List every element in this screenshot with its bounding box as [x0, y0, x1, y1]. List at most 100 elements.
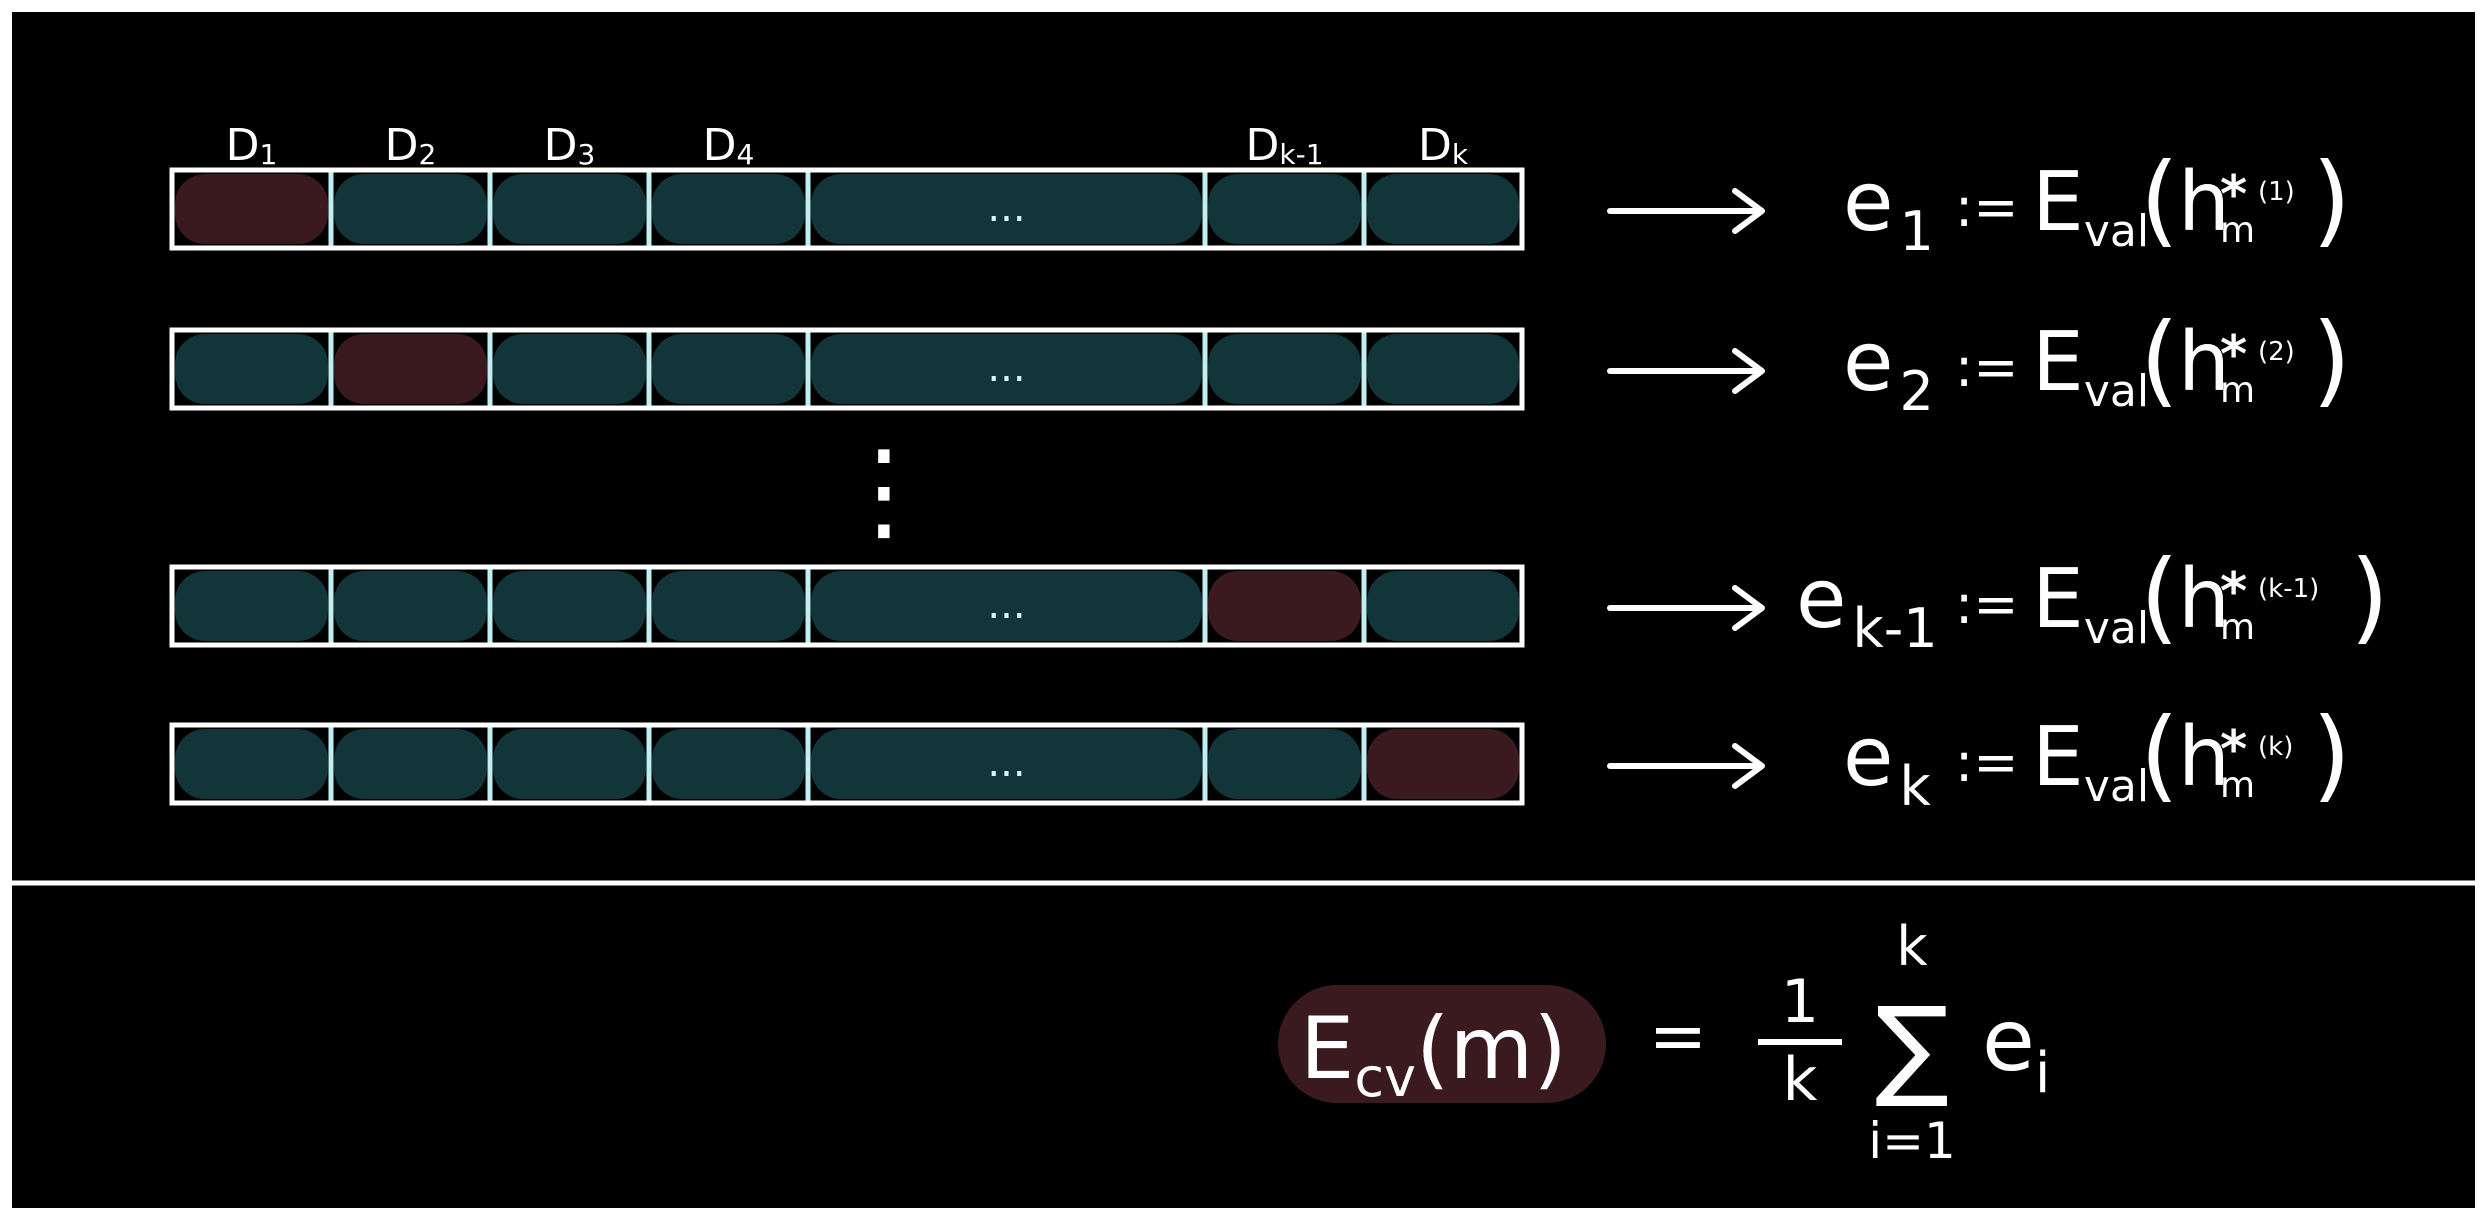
fold-label-subscript: 1: [260, 138, 278, 171]
strip-outline: [169, 564, 1525, 648]
training-fold-cell: [175, 571, 328, 641]
error-letter: e: [1843, 315, 1893, 410]
validation-error-subscript: val: [2084, 761, 2149, 812]
validation-error: Eval: [2032, 155, 2149, 257]
fold-strip: ...: [169, 564, 1525, 648]
hypothesis-subscript: m: [2220, 370, 2255, 411]
validation-error-letter: E: [2032, 155, 2084, 250]
formula-equals: =: [1649, 995, 1708, 1077]
assign-symbol: :=: [1955, 336, 2018, 399]
fold-label-letter: D: [544, 120, 578, 171]
arrow-icon: [1607, 585, 1765, 631]
arrow-icon: [1607, 743, 1765, 789]
arrows: [1607, 188, 1765, 789]
fold-index: (2): [2258, 337, 2295, 367]
arrow-icon: [1607, 188, 1765, 234]
strip-outline: [169, 167, 1525, 251]
assign-symbol: :=: [1955, 731, 2018, 794]
fold-strip: ...: [169, 722, 1525, 806]
strip-outline: [169, 722, 1525, 806]
training-fold-cell: [1208, 174, 1361, 244]
fold-label: D2: [385, 120, 437, 171]
cell-ellipsis: ...: [987, 185, 1025, 231]
hypothesis-subscript: m: [2220, 210, 2255, 251]
validation-error-letter: E: [2032, 710, 2084, 805]
hypothesis-letter: h: [2178, 155, 2230, 250]
training-fold-cell: [811, 334, 1202, 404]
error-letter: e: [1843, 710, 1893, 805]
fold-label-letter: D: [1418, 120, 1452, 171]
fold-label: Dk: [1418, 120, 1469, 171]
sum-lower-limit: i=1: [1868, 1112, 1956, 1170]
open-paren: (: [2140, 538, 2179, 655]
cell-ellipsis: ...: [987, 740, 1025, 786]
training-fold-cell: [493, 571, 646, 641]
cv-error-subscript: cv: [1354, 1046, 1416, 1109]
cell-ellipsis: ...: [987, 582, 1025, 628]
fold-strip: ...: [169, 167, 1525, 251]
error-subscript: k: [1899, 755, 1931, 818]
fold-label-subscript: 3: [578, 138, 596, 171]
training-fold-cell: [652, 334, 805, 404]
sum-term-letter: e: [1982, 991, 2035, 1091]
sum-symbol: ∑: [1875, 983, 1949, 1111]
fold-label-letter: D: [1245, 120, 1279, 171]
close-paren: ): [2312, 141, 2351, 258]
star-icon: *: [2220, 562, 2247, 622]
fold-strip: ...: [169, 327, 1525, 411]
cv-error-symbol: Ecv(m): [1300, 999, 1567, 1109]
open-paren: (: [2140, 141, 2179, 258]
hypothesis-letter: h: [2178, 552, 2230, 647]
fold-label: D1: [226, 120, 278, 171]
training-fold-cell: [493, 174, 646, 244]
fold-label: Dk-1: [1245, 120, 1323, 171]
hypothesis-subscript: m: [2220, 765, 2255, 806]
training-fold-cell: [1208, 729, 1361, 799]
error-subscript: k-1: [1852, 597, 1937, 660]
fold-label: D3: [544, 120, 596, 171]
validation-error-subscript: val: [2084, 603, 2149, 654]
training-fold-cell: [334, 729, 487, 799]
error-letter: e: [1843, 155, 1893, 250]
training-fold-cell: [175, 729, 328, 799]
fraction-denominator: k: [1783, 1045, 1818, 1115]
training-fold-cell: [1367, 174, 1519, 244]
open-paren: (: [2140, 696, 2179, 813]
training-fold-cell: [334, 571, 487, 641]
validation-error-letter: E: [2032, 315, 2084, 410]
error-subscript: 2: [1899, 360, 1933, 423]
training-fold-cell: [811, 174, 1202, 244]
sum-upper-limit: k: [1896, 915, 1928, 978]
star-icon: *: [2220, 325, 2247, 385]
validation-fold-cell: [1208, 571, 1361, 641]
arrow-head: [1732, 348, 1765, 394]
fold-label: D4: [703, 120, 755, 171]
error-subscript: 1: [1899, 200, 1933, 263]
training-fold-cell: [175, 334, 328, 404]
validation-fold-cell: [175, 174, 328, 244]
fold-label-subscript: 2: [419, 138, 437, 171]
training-fold-cell: [493, 729, 646, 799]
vertical-ellipsis: ⋮: [829, 426, 939, 554]
fold-label-letter: D: [703, 120, 737, 171]
fold-label-subscript: k-1: [1279, 138, 1323, 171]
training-fold-cell: [811, 571, 1202, 641]
cv-error-letter: E: [1300, 999, 1354, 1099]
training-fold-cell: [652, 174, 805, 244]
close-paren: ): [2312, 301, 2351, 418]
open-paren: (: [2140, 301, 2179, 418]
fold-label-letter: D: [385, 120, 419, 171]
validation-error-subscript: val: [2084, 206, 2149, 257]
cv-error-argument: (m): [1416, 999, 1567, 1099]
validation-error-subscript: val: [2084, 366, 2149, 417]
hypothesis-subscript: m: [2220, 607, 2255, 648]
training-fold-cell: [1367, 334, 1519, 404]
training-fold-cell: [1208, 334, 1361, 404]
validation-error-letter: E: [2032, 552, 2084, 647]
assign-symbol: :=: [1955, 176, 2018, 239]
fraction-numerator: 1: [1781, 967, 1819, 1037]
validation-error: Eval: [2032, 315, 2149, 417]
